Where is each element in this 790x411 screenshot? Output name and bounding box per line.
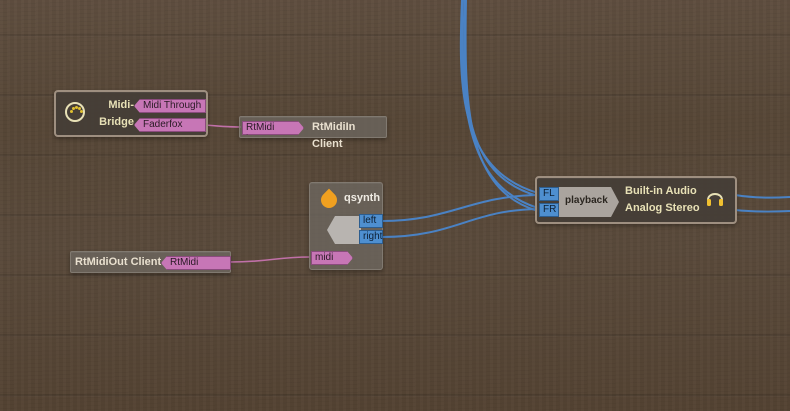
port-rtmidi-output[interactable]: RtMidi output: [161, 256, 231, 270]
midi-bridge-title-line2: Bridge: [99, 116, 134, 128]
midi-bridge-title-line1: Midi-: [108, 99, 134, 111]
midi-din-icon: [65, 102, 85, 122]
port-right[interactable]: right: [359, 230, 383, 244]
port-fr[interactable]: FR: [539, 203, 559, 217]
midi-wire-faderfox-rtmidi: [203, 124, 242, 128]
audio-wire-top-1: [459, 0, 539, 194]
playback-group[interactable]: playback: [559, 187, 619, 217]
audio-wire-qsynth-right: [381, 208, 539, 238]
qsynth-node[interactable]: qsynth left right midi 00: [309, 182, 383, 270]
audio-wire-top-2: [463, 0, 539, 197]
audio-wire-out-1: [734, 194, 790, 199]
midi-wire-rtmidi-qsynth: [229, 256, 311, 263]
audio-wire-top-4: [464, 0, 539, 212]
headphones-icon: [707, 193, 723, 206]
port-midi-00[interactable]: midi 00: [311, 251, 353, 265]
builtin-audio-title: Built-in Audio Analog Stereo: [625, 183, 700, 217]
audio-wire-qsynth-left: [381, 194, 539, 222]
drop-icon: [317, 188, 341, 212]
rtmidi-in-client-node[interactable]: RtMidi input RtMidiIn Client: [239, 116, 387, 150]
builtin-audio-title-line2: Analog Stereo: [625, 202, 700, 214]
qsynth-title: qsynth: [344, 192, 381, 204]
rtmidi-out-client-node[interactable]: RtMidiOut Client RtMidi output: [70, 251, 231, 273]
port-faderfox-ec4[interactable]: Faderfox EC4: [134, 118, 206, 132]
port-fl[interactable]: FL: [539, 187, 559, 201]
midi-bridge-node[interactable]: Midi- Bridge Midi Through Faderfox EC4: [54, 90, 208, 137]
rtmidi-in-title: RtMidiIn Client: [312, 121, 356, 150]
builtin-audio-title-line1: Built-in Audio: [625, 185, 697, 197]
port-midi-through[interactable]: Midi Through: [134, 99, 206, 113]
audio-wire-out-2: [734, 209, 790, 213]
midi-bridge-title: Midi- Bridge: [92, 97, 134, 131]
builtin-audio-node[interactable]: FL FR playback Built-in Audio Analog Ste…: [535, 176, 737, 224]
port-rtmidi-input[interactable]: RtMidi input: [242, 121, 304, 135]
qsynth-body: [327, 216, 361, 244]
rtmidi-out-title: RtMidiOut Client: [75, 256, 162, 268]
port-left[interactable]: left: [359, 214, 383, 228]
